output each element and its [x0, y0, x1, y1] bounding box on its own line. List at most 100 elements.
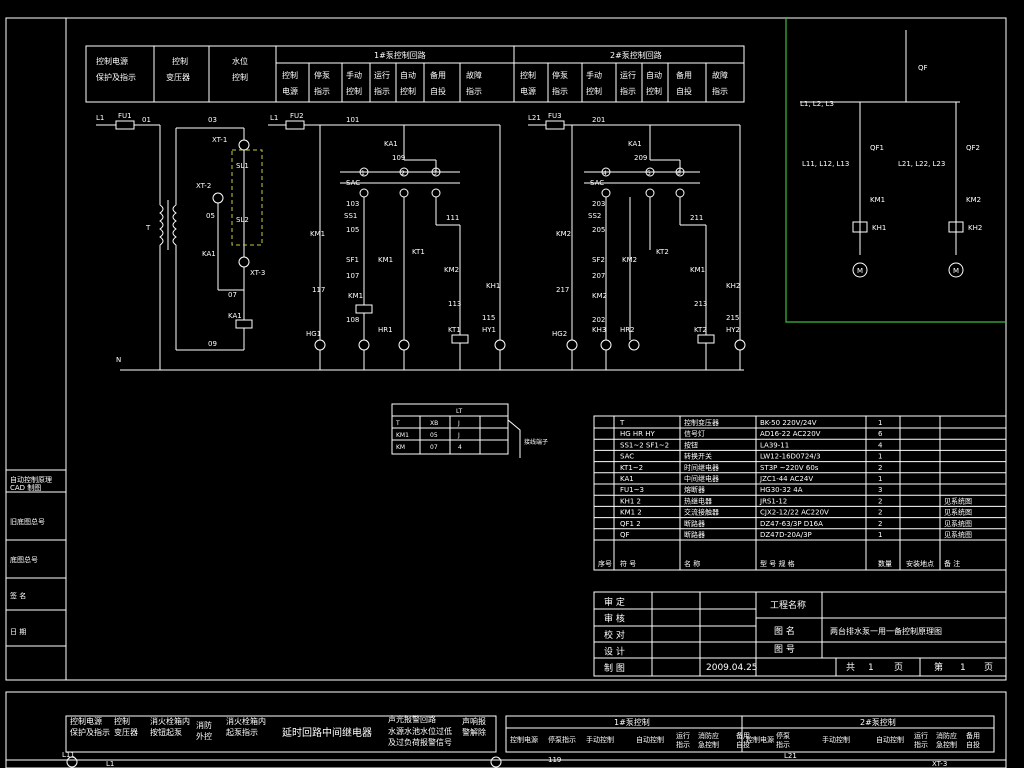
- bottom-pump2-cell: 消防应: [936, 731, 957, 740]
- parts-cell: SS1~2 SF1~2: [620, 441, 669, 449]
- parts-cell: CJX2-12/22 AC220V: [760, 509, 829, 517]
- header-pump1-cell: 指示: [374, 86, 390, 96]
- circuit-label-XT2: XT-2: [196, 182, 211, 190]
- parts-cell: 见系统图: [944, 519, 972, 528]
- parts-cell: 3: [878, 486, 882, 494]
- parts-cell: HG HR HY: [620, 430, 656, 438]
- header-pump1-cell: 控制: [282, 70, 298, 80]
- circuit-label-n207: 207: [592, 272, 605, 280]
- circuit-label-n209: 209: [634, 154, 647, 162]
- parts-table: [593, 415, 1007, 571]
- parts-cell: 信号灯: [684, 429, 705, 438]
- parts-cell: T: [619, 419, 625, 427]
- bottom-pump1-cell: 手动控制: [586, 735, 614, 744]
- parts-cell: 2: [878, 509, 882, 517]
- circuit-label-FU1: FU1: [118, 112, 132, 120]
- circuit-label-KM2c: KM2: [622, 256, 637, 264]
- bottom-pump1-cell: 运行: [676, 731, 690, 740]
- bottom-pump2-cell: 控制电源: [746, 735, 774, 744]
- header-pump2-cell: 指示: [620, 86, 636, 96]
- drawing-name: 两台排水泵一用一备控制原理图: [830, 626, 942, 636]
- bottom-pump2-cell: 自投: [966, 740, 980, 749]
- level-table-cell: 05: [430, 432, 438, 439]
- circuit-label-n203: 203: [592, 200, 605, 208]
- main-label-L123b: L21, L22, L23: [898, 160, 945, 168]
- header-text: 控制电源 保护及指示 控制 变压器 水位 控制 1#泵控制回路 2#泵控制回路: [96, 50, 662, 82]
- circuit-label-XT1: XT-1: [212, 136, 227, 144]
- bottom-pump1-title: 1#泵控制: [614, 717, 650, 727]
- circuit-label-L21: L21: [528, 114, 541, 122]
- parts-cell: KM1 2: [620, 509, 642, 517]
- parts-cell: 热继电器: [684, 496, 712, 505]
- header-pump2-cell: 手动: [586, 70, 602, 80]
- header-pump1-cell: 控制: [346, 86, 362, 96]
- circuit-label-n202: 202: [592, 316, 605, 324]
- header-pump2-cell: 控制: [646, 86, 662, 96]
- header-pump1-cell: 指示: [466, 86, 482, 96]
- header-cells: 控制电源停泵指示手动控制运行指示自动控制备用自投故障指示控制电源停泵指示手动控制…: [282, 70, 728, 96]
- circuit-label-n117: 117: [312, 286, 325, 294]
- sidebar-item: CAD 制图: [10, 483, 41, 492]
- level-table-cell: KM1: [396, 432, 409, 439]
- bottom-pump1-cell: 控制电源: [510, 735, 538, 744]
- total-pages: 1: [868, 663, 874, 673]
- level-table-note: 接线端子: [524, 438, 548, 446]
- parts-cell: QF1 2: [620, 520, 641, 528]
- parts-cell: 1: [878, 475, 882, 483]
- circuit-label-n07: 07: [228, 291, 237, 299]
- circuit-label-HG1: HG1: [306, 330, 321, 338]
- circuit-label-n115: 115: [482, 314, 495, 322]
- main-label-QF1: QF1: [870, 144, 884, 152]
- bottom-cell: 消火栓箱内: [150, 716, 190, 726]
- circuit-label-n211: 211: [690, 214, 703, 222]
- title-block: [593, 591, 1007, 677]
- header-pump2-cell: 控制: [520, 70, 536, 80]
- left-sidebar: [6, 469, 66, 647]
- header-pump1-cell: 控制: [400, 86, 416, 96]
- parts-cell: SAC: [620, 453, 634, 461]
- main-label-KM1: KM1: [870, 196, 885, 204]
- circuit-label-KT2a: KT2: [656, 248, 669, 256]
- level-table-header: LT: [456, 408, 463, 415]
- circuit-label-KT1a: KT1: [412, 248, 425, 256]
- circuit-label-n03: 03: [208, 116, 217, 124]
- header-pump1-cell: 备用: [430, 70, 446, 80]
- circuit-label-HR2: HR2: [620, 326, 635, 334]
- header-pump2-cell: 电源: [520, 86, 536, 96]
- circuit-label-n205: 205: [592, 226, 605, 234]
- sidebar-item: 旧底图总号: [10, 517, 45, 526]
- circuit-label-n108: 108: [346, 316, 359, 324]
- parts-footer-cell: 序号: [598, 559, 612, 568]
- level-table-cell: KM: [396, 444, 405, 451]
- title-block-text: 审 定审 核校 对设 计制 图工程名称图 名两台排水泵一用一备控制原理图图 号2…: [604, 596, 993, 674]
- parts-cell: 熔断器: [684, 485, 705, 494]
- bottom-pump2-cell: 指示: [914, 740, 928, 749]
- main-label-QF2: QF2: [966, 144, 980, 152]
- header-pump1-cell: 运行: [374, 70, 390, 80]
- level-table-cell: 07: [430, 444, 438, 451]
- circuit-label-n213: 213: [694, 300, 707, 308]
- title-label: 审 核: [604, 613, 625, 625]
- parts-cell: KT1~2: [620, 464, 643, 472]
- parts-footer-cell: 符 号: [620, 559, 636, 568]
- parts-cell: KH1 2: [620, 497, 641, 505]
- bottom-cell: 按钮起泵: [150, 727, 182, 737]
- header-pump2-title: 2#泵控制回路: [610, 50, 662, 60]
- main-label-KM2: KM2: [966, 196, 981, 204]
- switch-number: 4: [603, 170, 607, 177]
- total-label: 共: [846, 662, 855, 673]
- parts-cell: LW12-16D0724/3: [760, 453, 821, 461]
- bottom-pump2-title: 2#泵控制: [860, 717, 896, 727]
- parts-cell: 见系统图: [944, 508, 972, 517]
- parts-cell: JRS1-12: [759, 497, 787, 505]
- parts-cell: 交流接触器: [684, 508, 719, 517]
- parts-cell: 6: [878, 430, 883, 438]
- bottom-sheet-text: 控制电源保护及指示控制变压器消火栓箱内按钮起泵消防外控消火栓箱内起泵指示延时回路…: [62, 714, 980, 768]
- circuit-label-KM1d: KM1: [690, 266, 705, 274]
- parts-cell: 断路器: [684, 530, 705, 539]
- circuit-label-KA1b: KA1: [228, 312, 242, 320]
- circuit-label-SF2: SF2: [592, 256, 605, 264]
- header-level-2: 控制: [232, 72, 248, 82]
- header-pump2-cell: 故障: [712, 70, 728, 80]
